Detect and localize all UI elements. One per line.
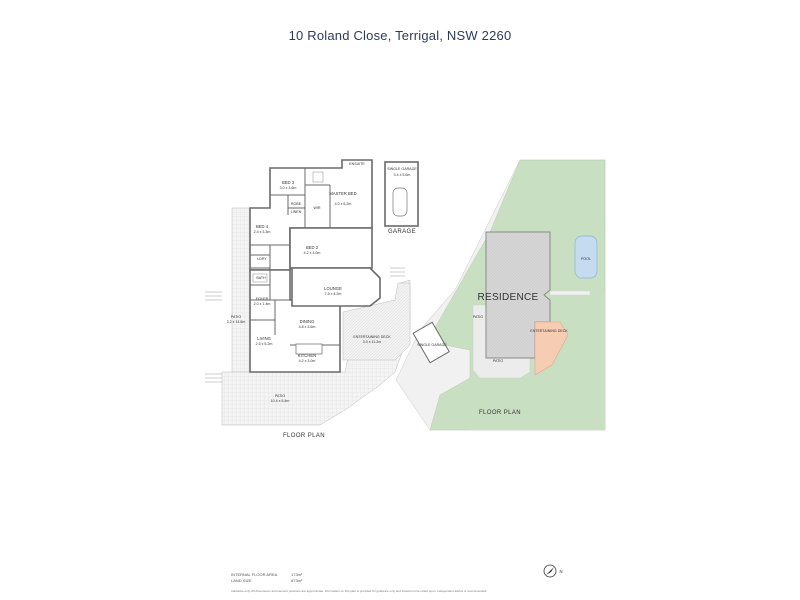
garage-outline	[384, 161, 419, 227]
pool-label: POOL	[581, 257, 591, 261]
garage-bay-name: SINGLE GARAGE	[387, 167, 417, 171]
deck-area	[342, 282, 411, 361]
area-summary: INTERNAL FLOOR AREA 173m² LAND SIZE 873m…	[231, 572, 302, 584]
bed4-name: BED 4	[256, 224, 269, 229]
deck-name: ENTERTAINING DECK	[353, 335, 391, 339]
area-row-value: 873m²	[291, 578, 303, 583]
bath-tub	[252, 273, 268, 283]
patio-main-dims: 10.4 x 5.4m	[271, 399, 290, 403]
kitchen-island	[295, 343, 323, 355]
area-row: LAND SIZE 873m²	[231, 578, 302, 584]
lounge-dims: 7.5 x 4.2m	[325, 292, 342, 296]
house-walls	[249, 159, 381, 373]
ensuite-label: ENSUITE	[349, 162, 365, 166]
area-row: INTERNAL FLOOR AREA 173m²	[231, 572, 302, 578]
disclaimer: Indicative only. All dimensions and elem…	[231, 589, 488, 593]
bed3-dims: 3.0 x 3.6m	[280, 186, 297, 190]
compass-icon: N	[543, 564, 563, 578]
site-plan-caption: FLOOR PLAN	[479, 410, 521, 416]
master-bed-dims: 4.0 x 6.2m	[335, 202, 352, 206]
area-row-label: INTERNAL FLOOR AREA	[231, 572, 278, 577]
linen-label: LINEN	[291, 210, 302, 214]
site-garage-label: SINGLE GARAGE	[417, 343, 447, 347]
wir-label: WIR	[314, 206, 321, 210]
steps	[205, 267, 405, 383]
kitchen-dims: 4.2 x 3.0m	[299, 359, 316, 363]
area-row-label: LAND SIZE	[231, 578, 252, 583]
site-deck-label-text: ENTERTAINING DECK	[530, 329, 568, 333]
floor-plan: BED 3 3.0 x 3.6m MASTER BED 4.0 x 6.2m W…	[205, 159, 419, 439]
floor-plan-caption: FLOOR PLAN	[283, 433, 325, 439]
master-bed-name: MASTER BED	[329, 191, 356, 196]
lounge-name: LOUNGE	[324, 286, 342, 291]
residence-building	[485, 231, 551, 359]
site-plan: RESIDENCE ENTERTAINING DECK POOL SINGLE …	[395, 159, 606, 431]
robe-label: ROBE	[291, 202, 302, 206]
bed2-name: BED 2	[306, 245, 319, 250]
compass-north-label: N	[559, 569, 562, 574]
bed4-dims: 2.4 x 3.3m	[254, 230, 271, 234]
bath-label: BATH	[256, 276, 266, 280]
site-patio-left: PATIO	[473, 315, 483, 319]
dining-name: DINING	[300, 319, 315, 324]
pool-shape	[574, 235, 598, 279]
garage-bay-dims: 3.4 x 5.6m	[394, 173, 411, 177]
bed3-name: BED 3	[282, 180, 295, 185]
deck-dims: 3.0 x 11.2m	[363, 340, 382, 344]
dining-dims: 4.8 x 3.6m	[299, 325, 316, 329]
car-icon	[392, 187, 408, 217]
garage-caption: GARAGE	[388, 229, 416, 235]
patio-side-dims: 3.2 x 14.6m	[227, 320, 246, 324]
bed2-dims: 4.2 x 3.0m	[304, 251, 321, 255]
site-garage	[412, 321, 450, 364]
kitchen-name: KITCHEN	[298, 353, 316, 358]
site-patio-bottom: PATIO	[493, 359, 503, 363]
living-dims: 2.5 x 5.2m	[256, 342, 273, 346]
patio-side-area	[231, 207, 251, 373]
site-deck-label: ENTERTAINING DECK	[530, 329, 568, 333]
patio-side-name: PATIO	[231, 315, 241, 319]
pool-path	[549, 290, 591, 296]
site-deck	[534, 321, 569, 376]
grass-strip	[470, 293, 605, 430]
ldry-label: LDRY	[257, 257, 267, 261]
property-address: 10 Roland Close, Terrigal, NSW 2260	[288, 28, 512, 43]
living-name: LIVING	[257, 336, 271, 341]
patio-main-name: PATIO	[275, 394, 285, 398]
foyer-name: FOYER	[256, 297, 269, 301]
ensuite-fixture	[312, 171, 324, 183]
area-row-value: 173m²	[291, 572, 303, 577]
residence-label: RESIDENCE	[477, 292, 538, 303]
foyer-dims: 2.0 x 1.4m	[254, 302, 271, 306]
